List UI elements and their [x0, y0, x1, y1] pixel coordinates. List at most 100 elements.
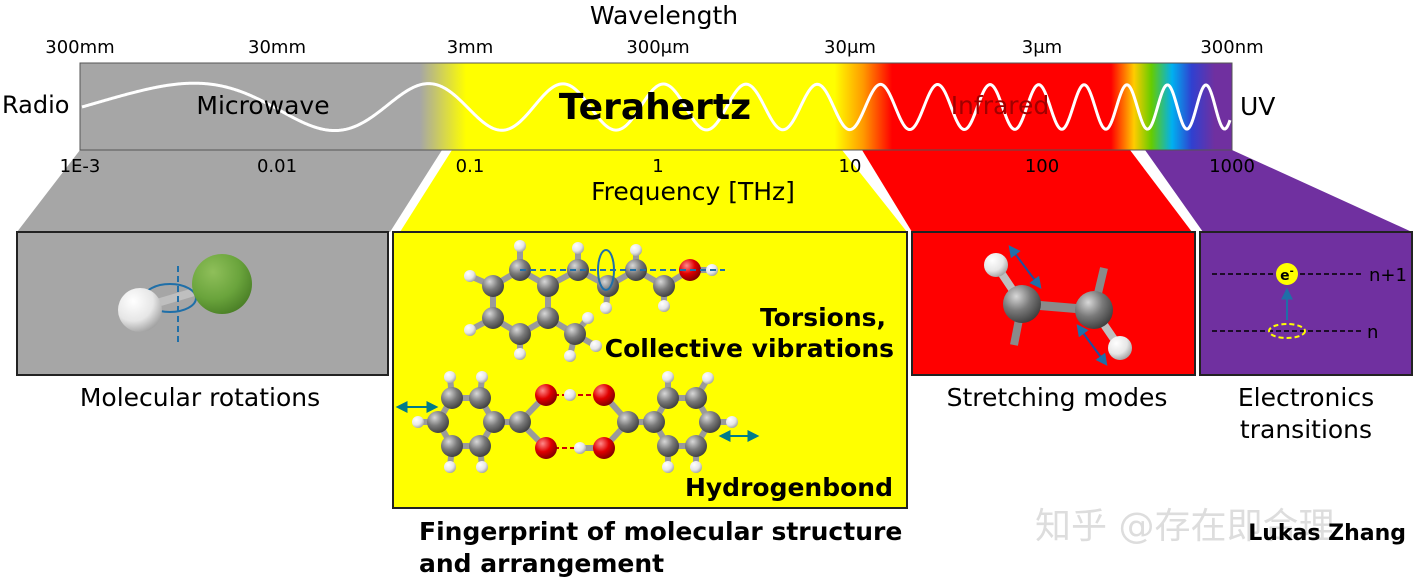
atom [427, 411, 449, 433]
atom [412, 416, 424, 428]
vibration-arrows [395, 249, 760, 442]
band-terahertz: Terahertz [559, 87, 751, 128]
funnel-yellow [400, 150, 907, 232]
band-infrared: Infrared [951, 91, 1050, 120]
frequency-tick-label: 1 [652, 156, 663, 177]
hcl-molecule-illustration [118, 254, 252, 345]
caption-fingerprint-line1: Fingerprint of molecular structure [419, 517, 902, 546]
atom [617, 411, 639, 433]
atom [593, 384, 615, 406]
atom [699, 411, 721, 433]
caption-electronic-line1: Electronics [1238, 383, 1374, 412]
atom [685, 387, 707, 409]
electron-label: e- [1280, 266, 1294, 284]
atom [726, 416, 738, 428]
label-hydrogenbond: Hydrogenbond [685, 473, 893, 502]
atom [441, 435, 463, 457]
wavelength-ticks: 300mm 30mm 3mm 300μm 30μm 3μm 300nm [45, 37, 1263, 58]
funnel-red [862, 150, 1192, 232]
energy-levels-illustration [1212, 263, 1362, 339]
atom [535, 384, 557, 406]
atom [514, 240, 526, 252]
band-uv: UV [1240, 92, 1275, 121]
stretching-molecule-illustration [984, 245, 1132, 366]
torsion-molecule-illustration [464, 240, 718, 362]
atom [469, 387, 491, 409]
atom [590, 340, 602, 352]
caption-electronic-line2: transitions [1240, 415, 1372, 444]
atom [535, 437, 557, 459]
atom [537, 275, 559, 297]
atom [702, 372, 714, 384]
panel-rotation [16, 231, 389, 376]
caption-stretching: Stretching modes [947, 383, 1168, 412]
frequency-tick-label: 1E-3 [60, 156, 101, 177]
atom [662, 461, 674, 473]
atom [441, 387, 463, 409]
frequency-tick-label: 10 [839, 156, 862, 177]
atom [572, 242, 584, 254]
wavelength-tick-label: 300μm [626, 37, 689, 58]
atom [476, 371, 488, 383]
wave-line [81, 81, 1232, 133]
funnel-purple [1145, 150, 1412, 232]
atom [464, 324, 476, 336]
wavelength-title: Wavelength [590, 1, 738, 30]
atom [509, 323, 531, 345]
frequency-ticks: 1E-3 0.01 0.1 1 10 100 1000 [60, 156, 1255, 177]
atom [509, 411, 531, 433]
atom [564, 323, 586, 345]
atom [593, 437, 615, 459]
atom [469, 435, 491, 457]
atom [567, 259, 589, 281]
atom [464, 270, 476, 282]
wavelength-tick-label: 300nm [1200, 37, 1263, 58]
label-torsions: Torsions, [760, 303, 886, 332]
band-microwave: Microwave [196, 91, 329, 120]
atom [653, 275, 675, 297]
wavelength-tick-label: 3mm [447, 37, 494, 58]
level-upper-label: n+1 [1369, 265, 1407, 286]
atom [582, 312, 594, 324]
atom [514, 348, 526, 360]
atom [630, 244, 642, 256]
atom [444, 371, 456, 383]
atom [600, 302, 612, 314]
frequency-title: Frequency [THz] [591, 177, 795, 206]
wavelength-tick-label: 3μm [1022, 37, 1062, 58]
electron-icon [1276, 263, 1298, 285]
atom [537, 307, 559, 329]
caption-rotation: Molecular rotations [80, 383, 320, 412]
frequency-tick-label: 0.1 [456, 156, 485, 177]
level-lower-label: n [1367, 322, 1378, 343]
hydrogenbond-dimer-illustration [412, 371, 738, 473]
frequency-tick-label: 100 [1025, 156, 1059, 177]
atom [662, 371, 674, 383]
atom [476, 461, 488, 473]
atom [574, 442, 586, 454]
credit: Lukas Zhang [1248, 521, 1406, 546]
atom [657, 435, 679, 457]
atom [657, 387, 679, 409]
frequency-tick-label: 1000 [1209, 156, 1255, 177]
wavelength-tick-label: 30μm [824, 37, 876, 58]
atom [482, 307, 504, 329]
atom [643, 411, 665, 433]
funnel-gray [17, 150, 442, 232]
caption-fingerprint-line2: and arrangement [419, 549, 664, 578]
atom [564, 350, 576, 362]
watermark: 知乎 @存在即合理 [1035, 506, 1334, 547]
wavelength-tick-label: 300mm [45, 37, 114, 58]
atom [685, 435, 707, 457]
atom [690, 461, 702, 473]
atom [564, 389, 576, 401]
atom [482, 275, 504, 297]
atom [658, 300, 670, 312]
label-collective-vibrations: Collective vibrations [605, 334, 894, 363]
panel-electronic [1199, 231, 1413, 376]
atom [483, 411, 505, 433]
wavelength-tick-label: 30mm [248, 37, 306, 58]
frequency-tick-label: 0.01 [257, 156, 297, 177]
atom [444, 461, 456, 473]
